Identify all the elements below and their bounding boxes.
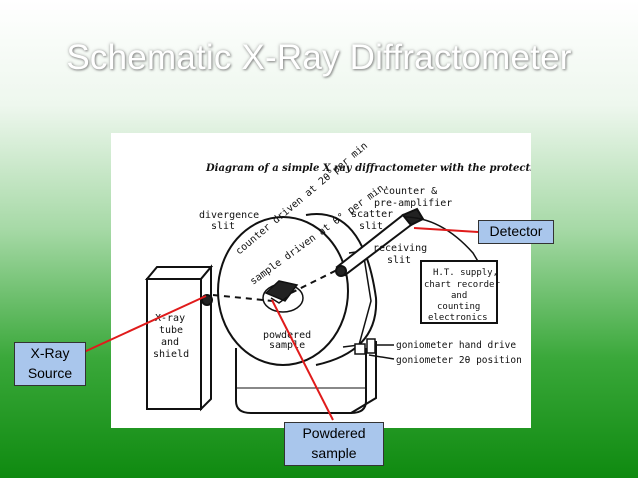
label-ht-4: counting [437,302,480,312]
label-ht-1: H.T. supply, [433,268,498,278]
label-divergence-1: divergence [199,210,259,221]
powdered-sample-line-1: Powdered [302,425,366,441]
label-powdered-2: sample [269,340,305,351]
label-xray-1: X-ray [155,313,185,324]
label-scatter-2: slit [359,221,383,232]
electronics-box [420,260,498,324]
label-xray-2: tube [159,325,183,336]
label-xray-3: and [161,337,179,348]
powdered-sample-line-2: sample [311,445,357,461]
label-xray-4: shield [153,349,189,360]
label-gonio-pos: goniometer 2θ position [396,355,522,366]
label-receiving-2: slit [387,255,411,266]
label-gonio-hand: goniometer hand drive [396,340,516,351]
xray-tube-housing [144,264,214,412]
label-receiving-1: receiving [373,243,427,254]
label-powdered-1: powdered [263,330,311,341]
slide-title: Schematic X-Ray Diffractometer [66,38,572,77]
leader-powdered-sample [271,299,334,421]
label-ht-5: electronics [428,313,488,323]
leader-detector [413,227,479,233]
detector-assembly [335,207,492,284]
diffractometer-diagram: Diagram of a simple X ray diffractometer… [111,133,531,428]
leader-xray-source [83,295,207,353]
diagram-caption: Diagram of a simple X ray diffractometer… [205,163,531,174]
label-ht-3: and [451,291,467,301]
label-divergence-2: slit [211,221,235,232]
goniometer-knobs [354,338,395,360]
label-counter-2: pre-amplifier [374,198,452,209]
diagram-drawing: Diagram of a simple X ray diffractometer… [144,141,531,414]
detector-callout-label: Detector [489,223,543,239]
xray-source-line-2: Source [27,365,73,381]
goniometer-base [235,341,377,414]
label-ht-2: chart recorder [424,280,500,290]
xray-source-callout: X-Ray Source [14,342,86,386]
xray-source-line-1: X-Ray [30,345,70,361]
label-counter-1: counter & [383,186,437,197]
label-scatter-1: scatter [351,209,393,220]
detector-callout: Detector [478,220,554,244]
powdered-sample-callout: Powdered sample [284,422,384,466]
